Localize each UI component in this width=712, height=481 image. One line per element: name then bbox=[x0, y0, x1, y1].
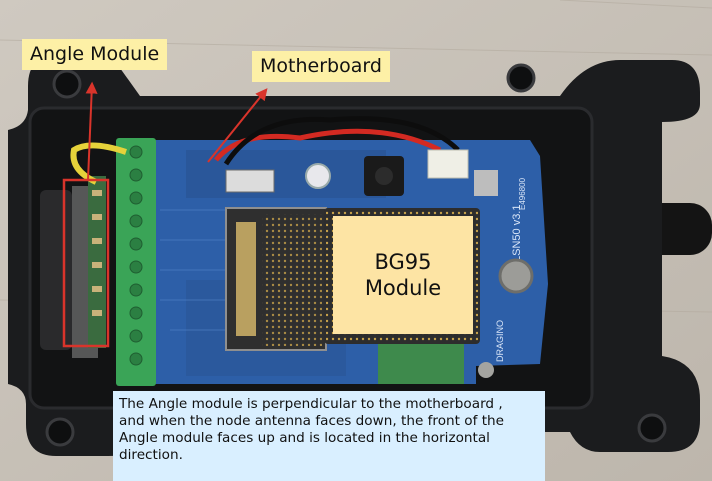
board-code-label: E496800 bbox=[518, 177, 527, 210]
bg95-module-label: BG95 Module bbox=[333, 216, 473, 334]
note-line1: The Angle module is perpendicular to the… bbox=[119, 396, 503, 412]
note-line2: and when the node antenna faces down, th… bbox=[119, 413, 505, 429]
motherboard-callout: Motherboard bbox=[252, 51, 390, 82]
bg95-line1: BG95 bbox=[374, 250, 432, 274]
led bbox=[305, 163, 331, 189]
mount-screw bbox=[498, 258, 534, 294]
orientation-note: The Angle module is perpendicular to the… bbox=[113, 391, 545, 481]
terminal-block bbox=[116, 138, 156, 386]
red-wire bbox=[214, 128, 442, 162]
battery-holder bbox=[40, 190, 72, 350]
note-line4: direction. bbox=[119, 447, 183, 463]
board-brand-label: DRAGINO bbox=[495, 320, 505, 362]
board-model-label: LSN50 v3.1 bbox=[511, 205, 523, 262]
black-wire bbox=[223, 116, 460, 166]
motherboard-arrow bbox=[207, 88, 268, 163]
angle-module-callout: Angle Module bbox=[22, 39, 168, 70]
bg95-line2: Module bbox=[364, 276, 442, 300]
angle-module-highlight bbox=[62, 178, 110, 348]
note-line3: Angle module faces up and is located in … bbox=[119, 430, 490, 446]
yellow-wire bbox=[70, 142, 127, 185]
angle-arrow bbox=[85, 81, 98, 181]
